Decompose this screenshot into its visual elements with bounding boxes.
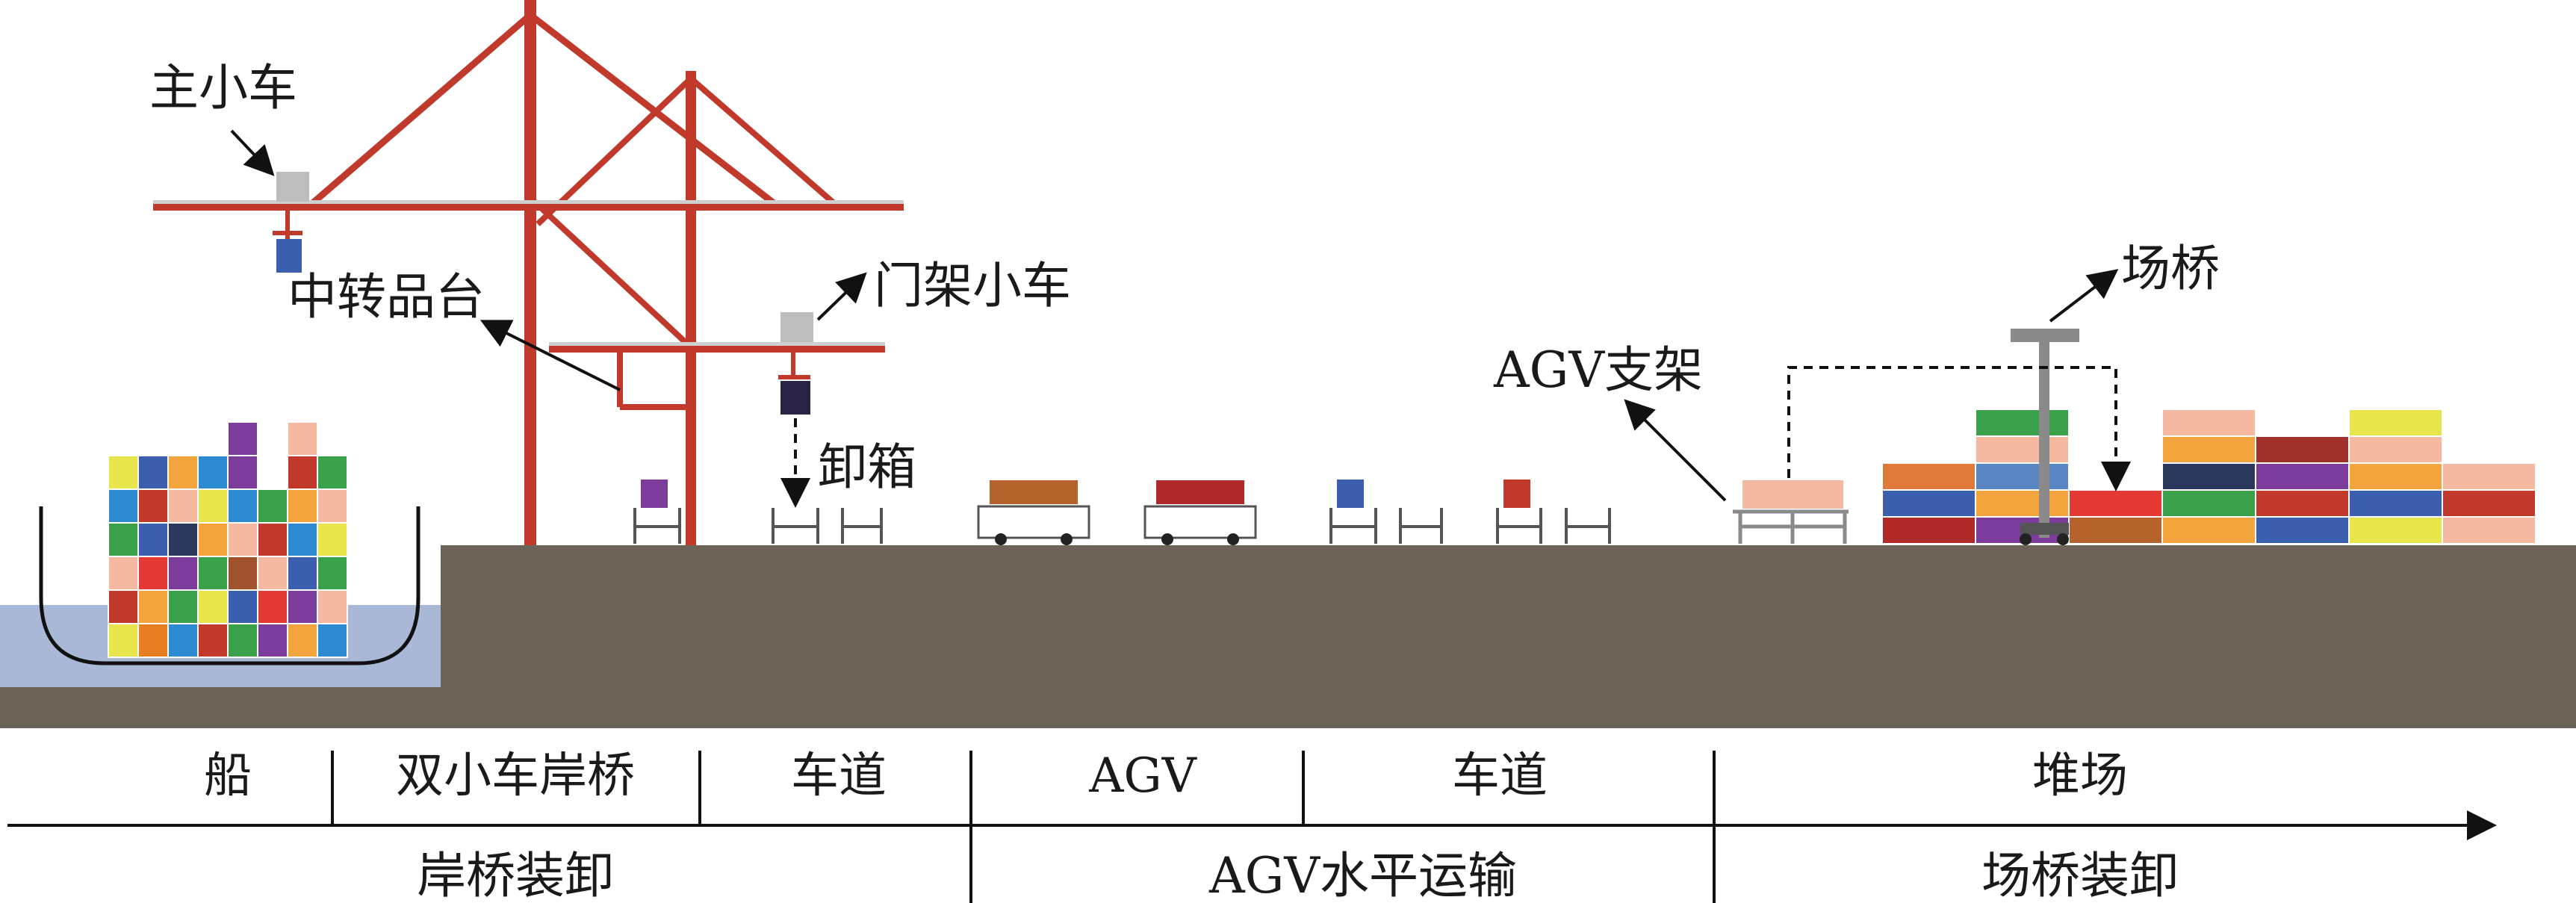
- portal-beam-rail: [549, 342, 885, 346]
- zone-yard: 堆场: [2032, 748, 2128, 804]
- yard-containers: [1881, 409, 2536, 544]
- label-transfer-platform: 中转品台: [288, 268, 485, 326]
- portal-trolley-container: [780, 381, 810, 415]
- transfer-dashed-path: [1787, 366, 2131, 491]
- quay: [441, 545, 2576, 728]
- arrow-yard-crane: [2049, 269, 2119, 323]
- label-agv-frame: AGV支架: [1493, 341, 1703, 399]
- lane-container-purple: [641, 480, 668, 508]
- agv-1: [977, 480, 1090, 545]
- quay-crane: [308, 0, 839, 545]
- portal-trolley: [780, 312, 813, 342]
- arrow-main-trolley: [230, 129, 275, 176]
- zone-lane-1: 车道: [791, 748, 887, 804]
- main-trolley: [276, 172, 309, 202]
- label-yard-crane: 场桥: [2121, 240, 2220, 297]
- agv-2: [1143, 480, 1257, 545]
- phase-agv-transport: AGV水平运输: [1208, 847, 1517, 903]
- zone-lane-2: 车道: [1452, 748, 1548, 804]
- main-trolley-container: [276, 239, 302, 273]
- lane-container-red: [1503, 480, 1530, 508]
- zone-dual-trolley-qc: 双小车岸桥: [396, 748, 635, 804]
- zone-ship: 船: [204, 748, 252, 804]
- ship-containers: [108, 421, 348, 658]
- lane-frames: [633, 508, 1611, 544]
- arrow-agv-frame: [1624, 399, 1727, 502]
- ship-hull: [39, 506, 420, 665]
- arrow-transfer-platform: [479, 320, 621, 391]
- phase-qc-handling: 岸桥装卸: [417, 847, 614, 903]
- phase-yard-handling: 场桥装卸: [1981, 847, 2179, 903]
- main-boom-rail: [153, 200, 904, 204]
- lane-container-blue: [1337, 480, 1364, 508]
- label-portal-trolley: 门架小车: [874, 257, 1071, 314]
- agv-support-frame: [1733, 480, 1849, 544]
- yard-crane: [2011, 329, 2079, 545]
- label-unload: 卸箱: [818, 438, 916, 496]
- label-main-trolley: 主小车: [149, 59, 297, 117]
- arrow-portal-trolley: [816, 272, 867, 321]
- zone-agv: AGV: [1088, 748, 1197, 804]
